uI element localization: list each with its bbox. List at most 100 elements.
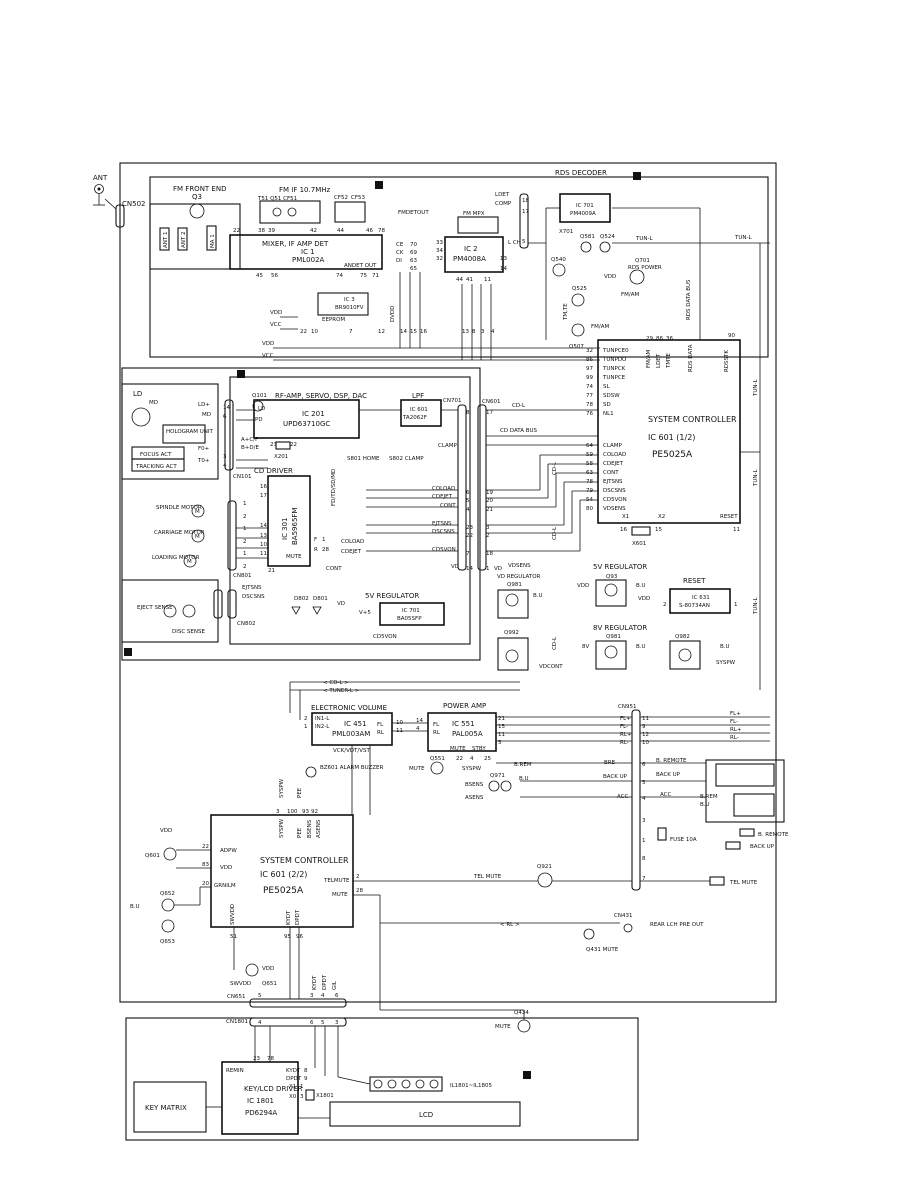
q581-transistor (580, 241, 592, 253)
svg-text:70: 70 (410, 242, 417, 248)
svg-text:LD+: LD+ (198, 402, 210, 408)
system-controller-1-box (597, 339, 741, 524)
q507-label: Q507 (569, 344, 584, 350)
ic201-id: IC 201 (302, 410, 325, 418)
ctrl1-ldet-pin: LDET (656, 353, 662, 368)
s802-label: S802 CLAMP (389, 456, 424, 462)
reg5v-box (595, 579, 627, 607)
dpdt-pin: DPDT (295, 909, 301, 925)
ejtsns-label: EJTSNS (242, 585, 262, 591)
x601-label: X601 (632, 541, 646, 547)
svg-text:22: 22 (233, 228, 240, 234)
svg-text:B.REM: B.REM (700, 794, 718, 800)
grnilm-pin: GRNILM (214, 883, 236, 889)
svg-text:1: 1 (734, 602, 738, 608)
svg-text:5: 5 (642, 780, 646, 786)
andet-label: ANDET OUT (344, 263, 377, 269)
d802-led (291, 606, 301, 615)
svg-text:22: 22 (466, 533, 473, 539)
cd-section-frame (121, 367, 481, 661)
reset-label: RESET (683, 577, 706, 585)
q551-label: Q551 (430, 756, 445, 762)
tun-l-out: TUN-L (734, 235, 752, 241)
ctrl1-rdsstk-pin: RDSSTK (724, 350, 730, 372)
q652-label: Q652 (160, 891, 175, 897)
q653-label: Q653 (160, 939, 175, 945)
q525-label: Q525 (572, 286, 587, 292)
q651-label: Q651 (262, 981, 277, 987)
coload-label-cn: COLOAD (432, 486, 455, 492)
system-controller-2-part: PE5025A (263, 886, 304, 896)
tel-mute-plug (709, 876, 725, 886)
tun-l-vert-3: TUN-L (753, 597, 759, 615)
svg-text:LD: LD (258, 406, 265, 412)
svg-text:6: 6 (642, 762, 646, 768)
system-controller-2-ic: IC 601 (2/2) (260, 870, 307, 879)
q653-transistor (161, 919, 175, 933)
marker-b (633, 172, 641, 180)
ic701-reg-id: IC 701 (402, 608, 420, 614)
svg-text:16: 16 (620, 527, 627, 533)
cn601-label: CN601 (482, 399, 500, 405)
cn701-label: CN701 (443, 398, 461, 404)
antenna-label: ANT (93, 174, 108, 182)
q525-transistor (571, 293, 585, 307)
cn802-connector-a (213, 589, 223, 619)
cn431-label: CN431 (614, 913, 632, 919)
q982-transistor (678, 648, 692, 662)
vdd-pin: VDD (220, 865, 232, 871)
eeprom-label: EEPROM (322, 317, 345, 323)
svg-text:100: 100 (287, 809, 298, 815)
brem-line-label: B.REM (514, 762, 532, 768)
ic201-part: UPD63710GC (283, 420, 330, 428)
q701-transistor (629, 269, 645, 285)
stby-pin-pa: STBY (472, 746, 486, 752)
ic1801-name: KEY/LCD DRIVER (244, 1085, 303, 1093)
power-amp-label: POWER AMP (443, 702, 486, 710)
svg-text:5: 5 (522, 239, 526, 245)
svg-text:SD: SD (603, 402, 611, 408)
svg-text:F0+: F0+ (198, 446, 210, 452)
svg-text:11: 11 (260, 551, 267, 557)
d801-led (312, 606, 322, 615)
fm-mpx-label: FM MPX (463, 211, 485, 217)
svg-text:23: 23 (466, 525, 473, 531)
svg-text:PD: PD (255, 417, 263, 423)
svg-text:23: 23 (270, 442, 277, 448)
out-fl-plus: FL+ (730, 711, 741, 717)
fuse-label: FUSE 10A (670, 837, 697, 843)
svg-text:5: 5 (466, 498, 470, 504)
lcd-box (329, 1101, 521, 1127)
marker-a (375, 181, 383, 189)
ic1-name: MIXER, IF AMP DET (262, 240, 329, 248)
svg-text:14: 14 (416, 718, 423, 724)
lamp-group-box (369, 1076, 443, 1092)
hologram-label: HOLOGRAM UNIT (166, 429, 214, 435)
svg-text:1: 1 (304, 724, 308, 730)
svg-text:18: 18 (486, 551, 493, 557)
antenna-symbol (93, 184, 105, 206)
cn-tuner-connector (519, 193, 529, 249)
svg-text:M: M (195, 534, 200, 540)
mute-pin-ctrl2: MUTE (332, 892, 348, 898)
disc-sense-sensor (182, 604, 196, 618)
svg-text:NL1: NL1 (603, 411, 614, 417)
cd-mechanism-frame (229, 376, 471, 645)
svg-text:2: 2 (243, 539, 247, 545)
svg-text:77: 77 (586, 393, 593, 399)
fd-td-label: FD/TD/SD/MD (331, 469, 337, 506)
svg-text:44: 44 (337, 228, 344, 234)
svg-text:7: 7 (349, 329, 353, 335)
fmdetout-label: FMDETOUT (398, 210, 429, 216)
comp-label: COMP (495, 201, 512, 207)
out-rl-minus: RL- (730, 735, 739, 741)
svg-text:4: 4 (223, 463, 227, 469)
q434-label: Q434 (514, 1010, 529, 1016)
svg-text:EJTSNS: EJTSNS (603, 479, 623, 485)
svg-text:74: 74 (336, 273, 343, 279)
svg-text:BSENS: BSENS (307, 819, 313, 838)
bsens-label: BSENS (465, 782, 484, 788)
back-up-label: BACK UP (603, 774, 628, 780)
vd-regulator-label: VD REGULATOR (497, 574, 541, 580)
